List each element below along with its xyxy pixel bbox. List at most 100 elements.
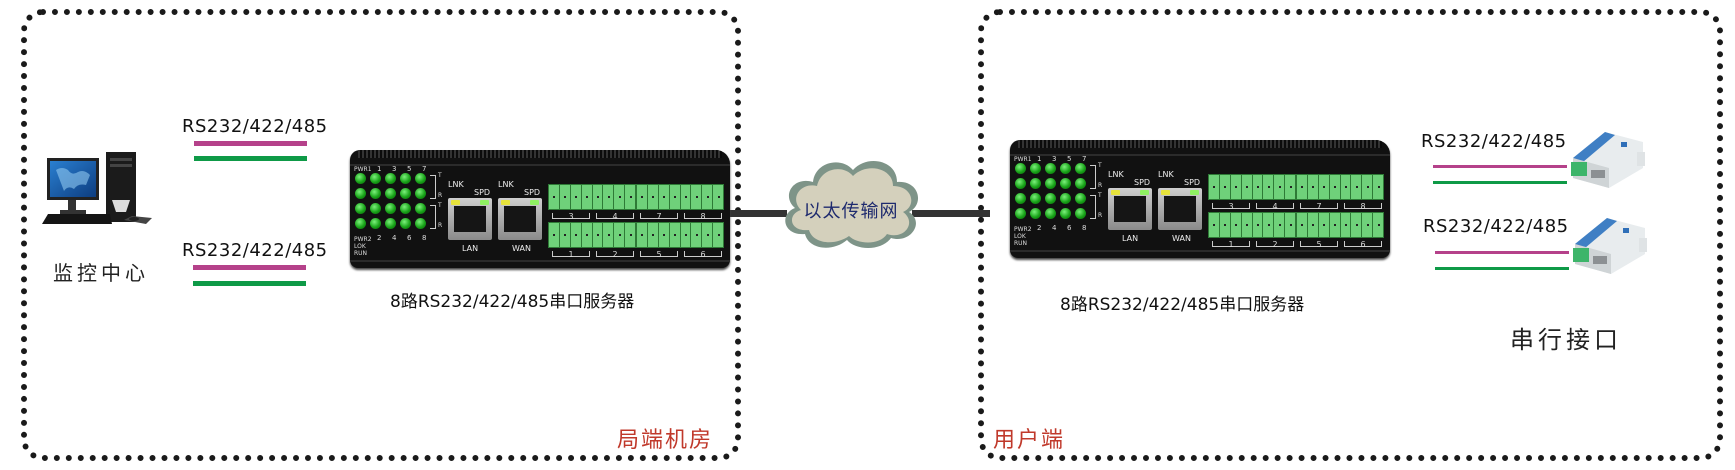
zone-label-central-office: 局端机房 <box>617 428 714 453</box>
terminal-pin <box>1274 213 1286 237</box>
link-led <box>1190 190 1199 195</box>
terminal-pin <box>1242 213 1253 237</box>
led-grid <box>355 173 431 233</box>
port-group-label: 6 <box>1344 241 1382 249</box>
rx-line <box>1435 267 1569 270</box>
terminal-pin <box>1330 213 1341 237</box>
port-group-label: 8 <box>684 213 722 221</box>
network-label: 以太传输网 <box>803 201 899 222</box>
terminal-pin <box>1373 213 1383 237</box>
cloud-icon <box>785 160 919 248</box>
terminal-pin <box>648 185 659 209</box>
rx-line <box>194 156 307 161</box>
spd-label: SPD <box>474 188 491 197</box>
terminal-pin <box>702 185 714 209</box>
lok-label: LOK <box>1014 233 1026 240</box>
status-led <box>1045 208 1056 219</box>
terminal-pin <box>1351 213 1363 237</box>
terminal-pin <box>593 185 604 209</box>
lnk-label: LNK <box>448 180 464 189</box>
lnk-label: LNK <box>498 180 514 189</box>
led-grid <box>1015 163 1091 223</box>
led-row <box>355 188 431 199</box>
serial-server-right-label: 8路RS232/422/485串口服务器 <box>1060 295 1305 315</box>
link-led <box>1111 190 1120 195</box>
terminal-pin <box>1297 213 1308 237</box>
terminal-pin <box>1341 175 1352 199</box>
terminal-block <box>1208 212 1296 238</box>
status-led <box>370 203 381 214</box>
terminal-pin <box>1308 213 1319 237</box>
port-number: 6 <box>407 234 412 242</box>
serial-converter-icon <box>1571 132 1645 188</box>
terminal-pin <box>681 185 692 209</box>
port-number: 7 <box>422 165 427 173</box>
panel-rail <box>1010 154 1390 156</box>
terminal-pin <box>1231 213 1242 237</box>
rx-line <box>1433 181 1567 184</box>
terminal-pin <box>571 185 582 209</box>
lan-label: LAN <box>462 244 479 253</box>
status-led <box>1030 163 1041 174</box>
port-group-label: 1 <box>552 251 590 259</box>
status-led <box>355 173 366 184</box>
port-number: 7 <box>1082 155 1087 163</box>
tr-bracket <box>1090 165 1096 189</box>
terminal-pin <box>1297 175 1308 199</box>
status-led <box>400 188 411 199</box>
status-led <box>1030 178 1041 189</box>
ethernet-cable-left <box>727 210 787 217</box>
terminal-block <box>1296 212 1384 238</box>
status-led <box>1075 178 1086 189</box>
status-led <box>370 188 381 199</box>
serial-interface-label: 串行接口 <box>1510 326 1622 354</box>
status-led <box>385 173 396 184</box>
status-led <box>1060 163 1071 174</box>
status-led <box>370 218 381 229</box>
port-group-label: 7 <box>1300 203 1338 211</box>
pwr2-label: PWR2 <box>1014 226 1032 233</box>
t-label: T <box>1098 192 1102 199</box>
terminal-pin <box>1209 213 1220 237</box>
tr-bracket <box>1090 195 1096 219</box>
port-number: 3 <box>392 165 397 173</box>
port-number: 4 <box>1052 224 1057 232</box>
terminal-block <box>636 184 724 210</box>
rj45-socket <box>1164 196 1196 222</box>
port-group-label: 5 <box>1300 241 1338 249</box>
tx-line <box>1433 165 1567 168</box>
status-led <box>1030 193 1041 204</box>
terminal-pin <box>691 185 703 209</box>
wan-label: WAN <box>512 244 531 253</box>
rj45-socket <box>454 206 486 232</box>
status-led <box>415 218 426 229</box>
terminal-pin <box>603 223 615 247</box>
link-label: RS232/422/485 <box>182 240 328 261</box>
heatsink-fins <box>358 150 722 158</box>
terminal-block <box>548 222 636 248</box>
led-row <box>355 218 431 229</box>
port-number: 3 <box>1052 155 1057 163</box>
terminal-pin <box>1362 175 1374 199</box>
zone-central-office <box>21 9 741 461</box>
lnk-label: LNK <box>1158 170 1174 179</box>
port-number: 2 <box>377 234 382 242</box>
status-led <box>1015 163 1026 174</box>
port-group-label: 3 <box>1212 203 1250 211</box>
terminal-pin <box>1231 175 1242 199</box>
terminal-pin <box>1351 175 1363 199</box>
link-label: RS232/422/485 <box>1421 131 1567 152</box>
terminal-pin <box>1253 213 1264 237</box>
terminal-pin <box>1253 175 1264 199</box>
link-label: RS232/422/485 <box>1423 216 1569 237</box>
port-group-label: 7 <box>640 213 678 221</box>
rj45-port-lan <box>448 198 492 240</box>
ethernet-cable-right <box>912 210 990 217</box>
port-group-label: 4 <box>1256 203 1294 211</box>
terminal-pin <box>1319 175 1330 199</box>
tx-line <box>194 141 307 146</box>
tr-bracket <box>430 175 436 199</box>
terminal-pin <box>670 185 681 209</box>
terminal-pin <box>560 223 571 247</box>
rx-line <box>193 281 306 286</box>
